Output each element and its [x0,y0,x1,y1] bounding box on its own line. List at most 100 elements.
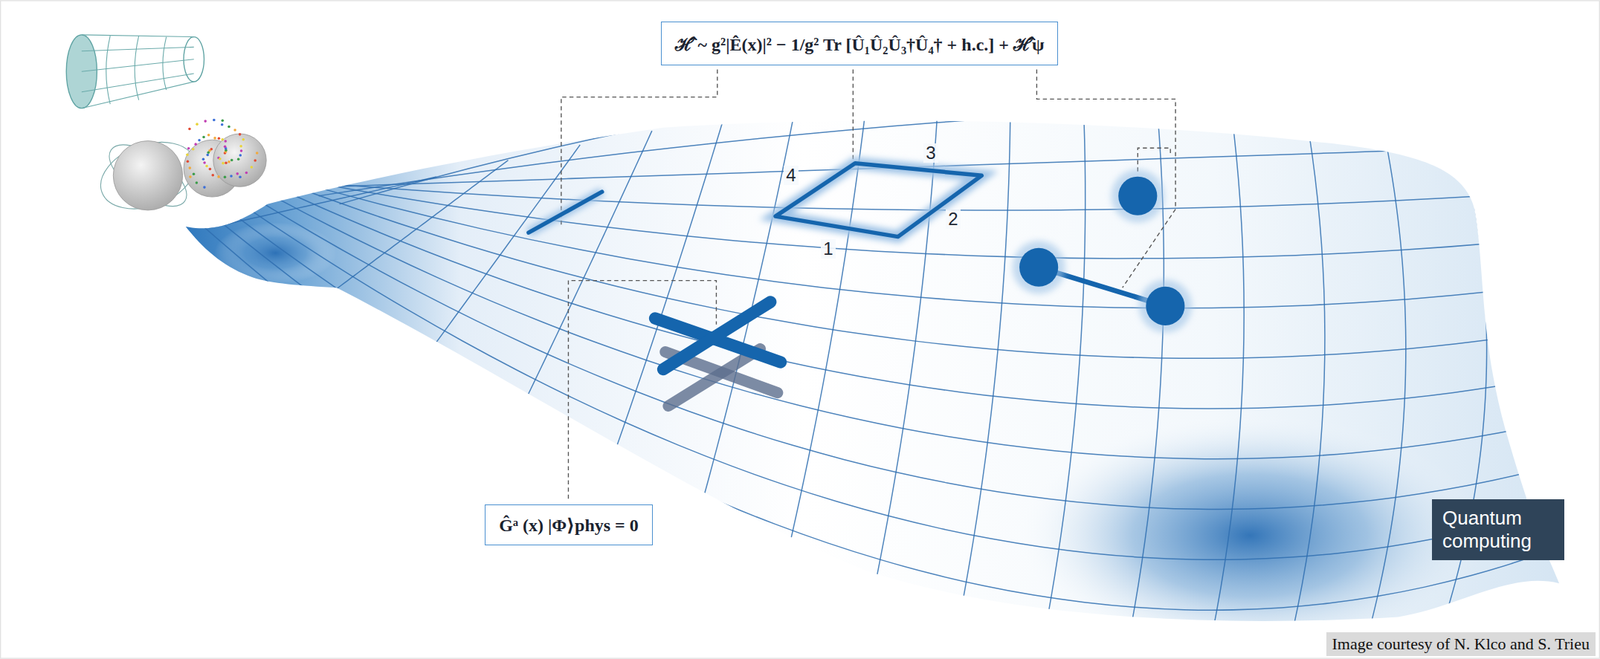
site-glow [1111,169,1165,223]
lattice-line [149,130,1588,510]
debris-speck [253,159,257,163]
debris-speck [223,139,227,143]
lattice-line [214,155,1600,359]
lattice-line [192,147,1600,409]
lattice-line [171,139,1595,460]
lattice-line [84,106,1547,659]
debris-speck [239,144,243,148]
debris-speck [213,136,217,140]
debris-speck [250,165,254,169]
debris-speck [239,153,243,157]
debris-speck [212,118,216,122]
debris-speck [206,151,210,155]
nucleus-sphere [113,141,183,211]
leader-line [1137,147,1171,172]
debris-speck [224,161,228,165]
debris-speck [191,147,195,151]
debris-speck [203,119,207,123]
lattice-line [950,80,1011,659]
debris-speck [195,122,199,126]
plaquette [775,163,982,238]
lattice-line [1197,65,1244,659]
debris-speck [202,161,206,165]
debris-speck [195,181,199,185]
link-number: 2 [945,209,960,229]
link-glow [528,191,603,233]
image-credit: Image courtesy of N. Klco and S. Trieu [1326,632,1596,657]
debris-speck [245,171,249,175]
debris-speck [238,175,242,179]
quantum-computing-box: Quantum computing [1431,499,1565,561]
lattice-sheet [63,52,1600,659]
debris-speck [242,138,246,142]
node-text: Ĝᵃ (x) |Φ⟩phys = 0 [498,514,639,537]
lattice-line [234,163,1598,309]
debris-speck [223,145,227,149]
debris-speck [235,172,239,176]
debris-speck [202,185,206,189]
lattice-line [127,122,1577,560]
lattice-line [1428,62,1487,659]
detector-mesh [106,35,167,105]
sheet-shading [214,222,1485,658]
debris-speck [223,176,227,180]
nucleus-sphere [213,133,267,187]
debris-speck [218,157,222,161]
debris-speck [194,142,198,146]
lattice-line [277,179,1583,211]
debris-speck [187,147,191,151]
debris-speck [221,162,225,166]
debris-speck [202,157,206,161]
debris-speck [238,133,242,137]
debris-speck [188,127,192,131]
matter-site [1145,286,1185,326]
node-text: Quantum computing [1442,507,1554,554]
debris-speck [185,153,189,157]
debris-speck [208,168,212,172]
link-number: 1 [820,239,835,259]
detector-mesh [81,34,195,109]
gauss-law-box: Ĝᵃ (x) |Φ⟩phys = 0 [484,504,653,546]
plaquette-glow [775,163,982,238]
debris-speck [188,175,192,179]
debris-speck [229,174,233,178]
debris-speck [230,159,234,163]
debris-speck [205,153,209,157]
gauge-link [528,191,603,233]
debris-speck [233,128,237,132]
debris-speck [207,133,211,137]
lattice-line [1116,69,1164,659]
orbit [99,133,197,218]
leader-lines [561,69,1176,500]
lattice-line [339,52,1536,204]
matter-site [1118,176,1157,216]
matter-site [1019,248,1058,287]
site-glow [1011,240,1065,294]
lattice-line [776,96,868,604]
debris-speck [192,173,196,177]
link-number: 3 [923,143,938,163]
site-glow [1139,279,1192,333]
lattice-line [1276,63,1325,659]
lattice-line [318,100,1554,197]
debris-speck [227,160,231,164]
gauss-cross [655,301,781,406]
debris-speck [217,175,221,179]
debris-speck [211,173,215,177]
debris-speck [205,165,209,169]
leader-line [852,69,854,163]
debris-speck [221,119,225,123]
debris-speck [220,123,224,127]
lattice-line [63,98,1527,659]
debris-speck [186,159,190,163]
debris-speck [197,139,201,143]
detector-illustration [66,34,267,222]
debris-speck [237,157,241,161]
debris-speck [240,149,244,153]
debris-speck [202,136,206,140]
node-text: ℋ̂ ~ g²|Ê(x)|² − 1/g² Tr [Û₁Û₂Û₃†Û₄† + h… [675,31,1045,56]
